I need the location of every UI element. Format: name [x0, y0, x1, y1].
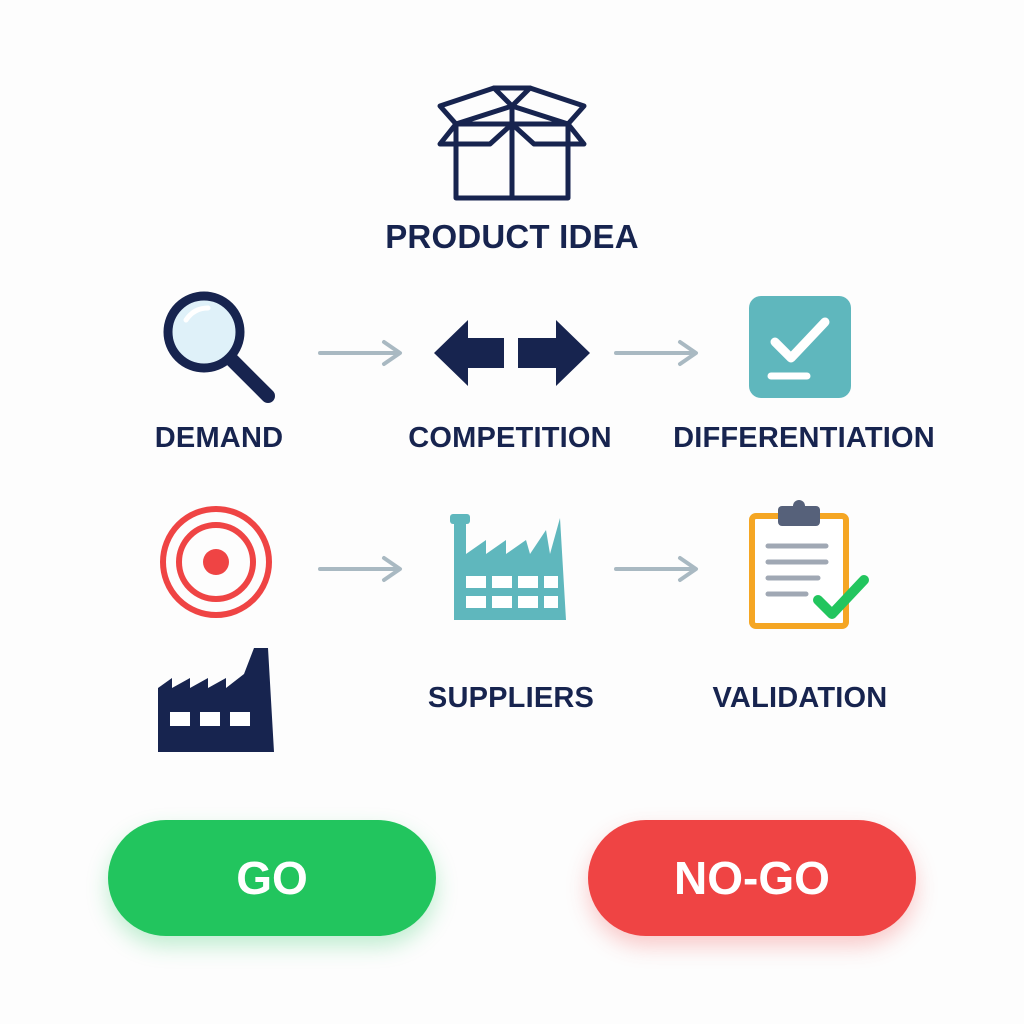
- flow-arrow-1: [318, 340, 402, 366]
- double-arrow-icon: [434, 320, 590, 386]
- open-box-icon: [437, 85, 587, 201]
- flow-arrow-4: [614, 556, 698, 582]
- suppliers-label: SUPPLIERS: [427, 682, 595, 714]
- flow-arrow-3: [318, 556, 402, 582]
- competition-label: COMPETITION: [408, 422, 612, 454]
- magnifying-glass-icon: [163, 291, 275, 403]
- target-icon: [160, 506, 272, 618]
- factory-icon: [450, 514, 566, 620]
- validation-label: VALIDATION: [712, 682, 888, 714]
- demand-label: DEMAND: [154, 422, 284, 454]
- no-go-button[interactable]: NO-GO: [588, 820, 916, 936]
- flow-arrow-2: [614, 340, 698, 366]
- factory-icon: [158, 648, 274, 752]
- differentiation-label: DIFFERENTIATION: [673, 422, 935, 454]
- checkbox-icon: [749, 296, 851, 398]
- clipboard-check-icon: [749, 500, 869, 629]
- go-button[interactable]: GO: [108, 820, 436, 936]
- product-idea-title: PRODUCT IDEA: [385, 218, 639, 255]
